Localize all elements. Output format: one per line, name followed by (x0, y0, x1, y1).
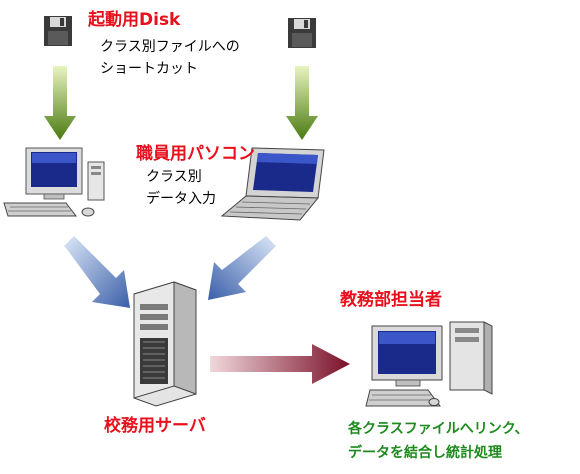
blue-arrow-to-server-left (64, 236, 130, 308)
floppy-disk-icon (288, 18, 316, 48)
laptop-computer-icon (220, 147, 325, 221)
green-down-arrow (286, 66, 318, 140)
staff-pc-title: 職員用パソコン (136, 144, 255, 164)
admin-desc-line1: 各クラスファイルへリンク、 (348, 421, 529, 437)
desktop-computer-icon (365, 321, 493, 407)
desktop-computer-icon (3, 147, 105, 217)
startup-disk-desc-line1: クラス別ファイルへの (100, 39, 240, 55)
server-title: 校務用サーバ (104, 416, 206, 436)
staff-pc-desc-line2: データ入力 (146, 191, 216, 207)
floppy-disk-icon (44, 16, 72, 46)
blue-arrow-to-server-right (208, 236, 276, 300)
admin-desc-line2: データを結合し統計処理 (348, 445, 502, 461)
green-down-arrow (44, 66, 76, 140)
admin-staff-title: 教務部担当者 (340, 290, 442, 310)
red-arrow-to-admin (210, 344, 350, 384)
server-tower-icon (133, 281, 197, 407)
startup-disk-title: 起動用Disk (88, 10, 181, 30)
startup-disk-desc-line2: ショートカット (100, 61, 198, 77)
staff-pc-desc-line1: クラス別 (146, 169, 202, 185)
